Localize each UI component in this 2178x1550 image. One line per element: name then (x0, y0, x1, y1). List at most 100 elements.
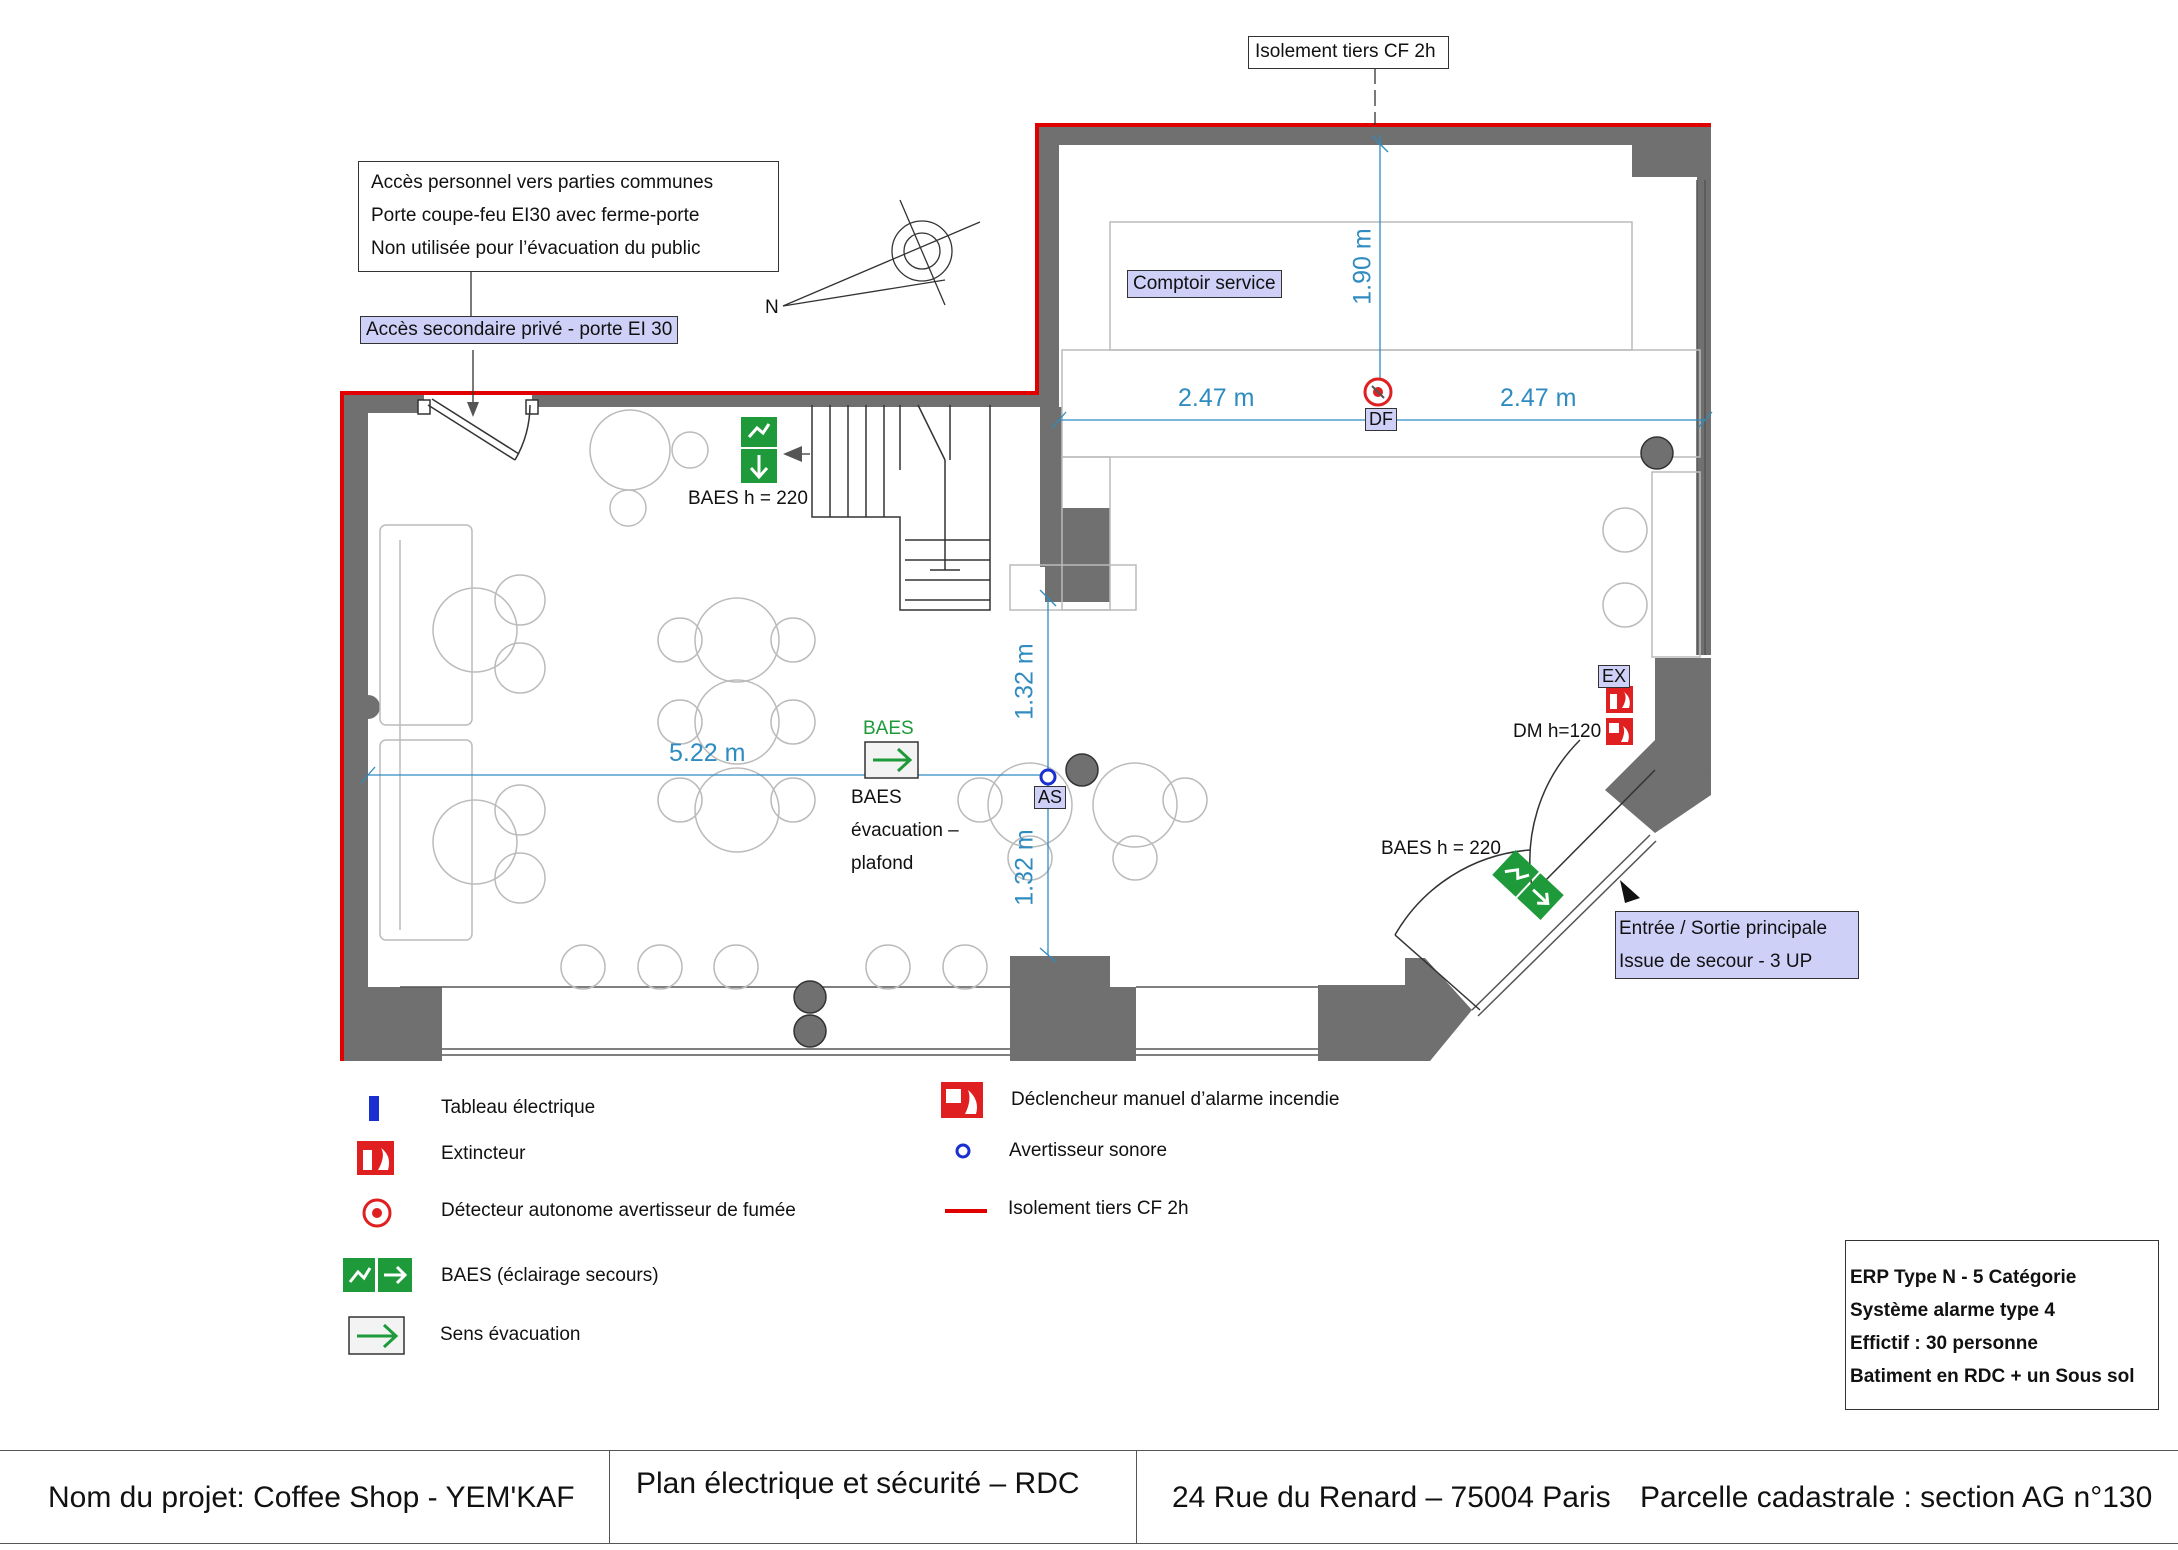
table-6 (694, 767, 780, 853)
chair-8a (1162, 777, 1208, 823)
furniture (379, 409, 1648, 990)
wall-right (1697, 125, 1711, 655)
legend-dm-flame (965, 1090, 977, 1114)
erp-line-4: Batiment en RDC + un Sous sol (1850, 1366, 2135, 1387)
ext-body (1610, 694, 1617, 709)
legend-dm-inner (946, 1089, 961, 1103)
wall-bottom-middle (1010, 956, 1110, 1061)
wall-interior-strip (1040, 407, 1062, 567)
wall-diagonal-top (1605, 740, 1711, 833)
wall-top-left-b (532, 393, 1059, 407)
baes-green-label: BAES (863, 718, 914, 739)
entree-line-1: Entrée / Sortie principale (1619, 918, 1828, 939)
baes-stair-runner (747, 423, 771, 438)
chair-1b (609, 489, 647, 527)
column-3 (793, 1014, 827, 1048)
stool-7 (1602, 582, 1648, 628)
baes-ceiling-line-1: BAES (851, 787, 902, 808)
wall-left-niche (356, 695, 380, 719)
baes-arrow-box (864, 741, 919, 779)
erp-info-box: ERP Type N - 5 Catégorie Système alarme … (1845, 1240, 2159, 1410)
ext-flame (1622, 692, 1630, 708)
acces-note-line-1: Accès personnel vers parties communes (371, 172, 714, 193)
counter-side (1651, 471, 1701, 658)
tick-3 (1697, 411, 1713, 429)
glazing-diagonal-b (1477, 840, 1657, 1017)
dm-label: DM h=120 (1513, 721, 1602, 742)
comptoir-tag: Comptoir service (1127, 270, 1282, 298)
column-1 (1065, 753, 1099, 787)
baes-stair-label: BAES h = 220 (688, 488, 808, 509)
north-compass (782, 199, 981, 307)
banquette-upper (379, 524, 473, 726)
sounder-icon (1039, 768, 1057, 786)
isolation-left (340, 123, 1711, 1061)
legend-baes-runner (348, 1267, 372, 1283)
door-leaf-lower (1394, 934, 1481, 1011)
legend-avertisseur: Avertisseur sonore (1009, 1140, 1168, 1161)
staircase (811, 404, 991, 611)
chair-7b (1007, 835, 1053, 881)
chair-2b (494, 642, 546, 694)
project-name: Nom du projet: Coffee Shop - YEM'KAF (48, 1481, 575, 1514)
table-8 (1092, 762, 1178, 848)
erp-line-1: ERP Type N - 5 Catégorie (1850, 1267, 2077, 1288)
df-tag: DF (1365, 408, 1397, 431)
smoke-detector-icon (1363, 377, 1393, 407)
compass-ray-3 (899, 199, 946, 306)
counter-front (1061, 349, 1701, 458)
acces-note-line-3: Non utilisée pour l’évacuation du public (371, 238, 701, 259)
acces-note: Accès personnel vers parties communes Po… (358, 161, 779, 272)
legend-sens: Sens évacuation (440, 1324, 581, 1345)
wall-step (1037, 125, 1059, 407)
stool-2 (637, 944, 683, 990)
stool-3 (713, 944, 759, 990)
door-jamb-right (525, 399, 539, 415)
baes-entry-arrow (1532, 888, 1550, 905)
legend-avertisseur-icon (955, 1143, 971, 1159)
entree-line-2: Issue de secour - 3 UP (1619, 951, 1813, 972)
door-leaf-upper (1532, 769, 1656, 894)
counter-outlines (1009, 221, 1701, 658)
entree-tag: Entrée / Sortie principale Issue de seco… (1615, 911, 1859, 979)
legend-ext-body (363, 1150, 372, 1170)
acces-secondaire-tag: Accès secondaire privé - porte EI 30 (360, 316, 679, 344)
isolation-line (340, 123, 1711, 1061)
tick-2 (1051, 411, 1067, 429)
extinguisher-icon (1606, 686, 1633, 713)
isolement-note: Isolement tiers CF 2h (1248, 36, 1449, 69)
baes-stair-arrow-down (749, 455, 769, 480)
wall-bottom-left (342, 987, 442, 1061)
legend-sens-arrow (357, 1323, 399, 1349)
chair-8b (1112, 835, 1158, 881)
stool-5 (942, 944, 988, 990)
banquette-lower (379, 739, 473, 941)
stair-outline (811, 405, 991, 611)
chair-3a (494, 784, 546, 836)
address: 24 Rue du Renard – 75004 Paris (1172, 1481, 1611, 1514)
table-5 (694, 679, 780, 765)
table-1 (589, 409, 671, 491)
baes-stair-top (741, 417, 777, 447)
dim-522: 5.22 m (669, 739, 746, 767)
dm-flame (1621, 726, 1629, 742)
arrow-baes-stair (783, 446, 802, 462)
legend-tableau: Tableau électrique (441, 1097, 596, 1118)
chair-3b (494, 852, 546, 904)
tick-4 (360, 766, 376, 784)
dm-inner (1609, 723, 1619, 733)
legend-extincteur-icon (357, 1141, 394, 1175)
secondary-door (417, 398, 539, 461)
north-label: N (765, 297, 779, 318)
title-block: Nom du projet: Coffee Shop - YEM'KAF Pla… (0, 1450, 2178, 1544)
wall-diagonal-bottom (1318, 958, 1472, 1061)
compass-inner (903, 232, 941, 270)
plan-title: Plan électrique et sécurité – RDC (636, 1467, 1080, 1500)
wall-top-right (1037, 125, 1711, 145)
main-entrance-doors (1394, 739, 1656, 1011)
door-swing-lower (1394, 849, 1531, 936)
legend-isolement: Isolement tiers CF 2h (1008, 1198, 1189, 1219)
tick-1 (1371, 135, 1389, 153)
df-cross (1371, 385, 1385, 399)
